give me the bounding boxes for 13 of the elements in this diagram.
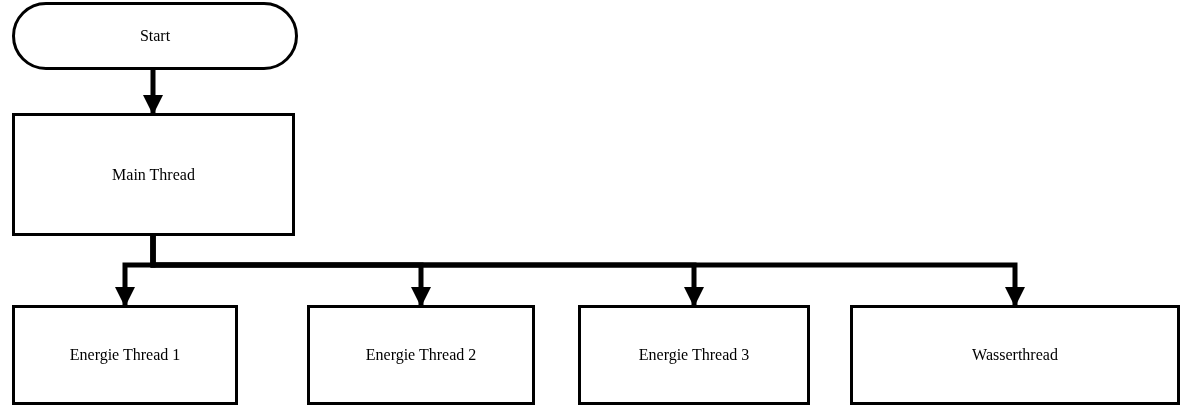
node-label: Main Thread — [112, 165, 195, 184]
node-label: Energie Thread 3 — [638, 346, 750, 364]
node-label: Energie Thread 1 — [69, 346, 181, 364]
arrow — [143, 70, 163, 115]
process-box — [12, 305, 238, 405]
process-box — [307, 305, 535, 405]
arrow — [150, 236, 1025, 307]
process-box — [850, 305, 1180, 405]
node-label: Wasserthread — [972, 346, 1058, 364]
process-box — [12, 113, 295, 236]
node-label: Energie Thread 2 — [365, 346, 477, 364]
process-box — [578, 305, 810, 405]
node-label: Start — [139, 27, 171, 45]
